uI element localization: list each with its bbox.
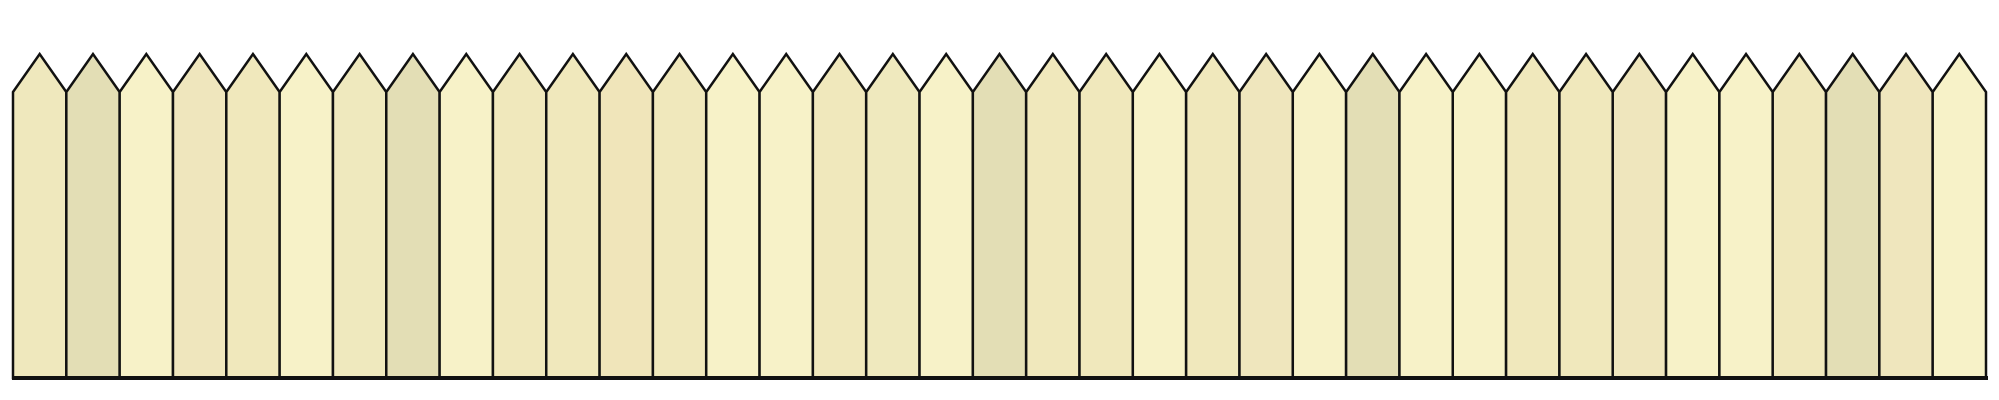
fence-picket xyxy=(65,51,121,380)
fence-picket xyxy=(1931,51,1988,380)
fence-picket xyxy=(491,51,548,380)
fence-picket xyxy=(704,51,761,380)
fence-picket xyxy=(278,51,335,380)
fence-picket xyxy=(1344,51,1401,380)
fence-pickets xyxy=(11,51,1988,380)
fence-picket xyxy=(171,51,228,380)
fence-picket xyxy=(1184,51,1241,380)
fence-picket xyxy=(1291,51,1348,380)
fence-picket xyxy=(598,51,655,380)
fence-picket xyxy=(1131,51,1188,380)
fence-picket xyxy=(1078,51,1135,380)
fence-picket xyxy=(1664,51,1721,380)
fence-picket xyxy=(544,51,601,380)
fence-picket xyxy=(651,51,708,380)
fence-picket xyxy=(385,51,441,380)
fence-picket xyxy=(11,51,68,380)
fence-picket xyxy=(971,51,1028,380)
fence-picket xyxy=(864,51,921,380)
fence-picket xyxy=(118,51,175,380)
fence-picket xyxy=(1238,51,1295,380)
fence-picket xyxy=(1024,51,1081,380)
fence-picket xyxy=(758,51,815,380)
fence-picket xyxy=(1824,51,1881,380)
fence-picket xyxy=(1451,51,1508,380)
fence-picket xyxy=(1504,51,1561,380)
fence-picket xyxy=(1611,51,1668,380)
fence-picket xyxy=(1558,51,1614,380)
fence-picket xyxy=(1398,51,1455,380)
fence-picket xyxy=(225,51,281,380)
fence-picket xyxy=(918,51,975,380)
fence-picket xyxy=(331,51,388,380)
fence-picket xyxy=(811,51,868,380)
fence-picket xyxy=(438,51,495,380)
fence-picket xyxy=(1718,51,1774,380)
fence-picket xyxy=(1878,51,1934,380)
fence-picket xyxy=(1771,51,1828,380)
